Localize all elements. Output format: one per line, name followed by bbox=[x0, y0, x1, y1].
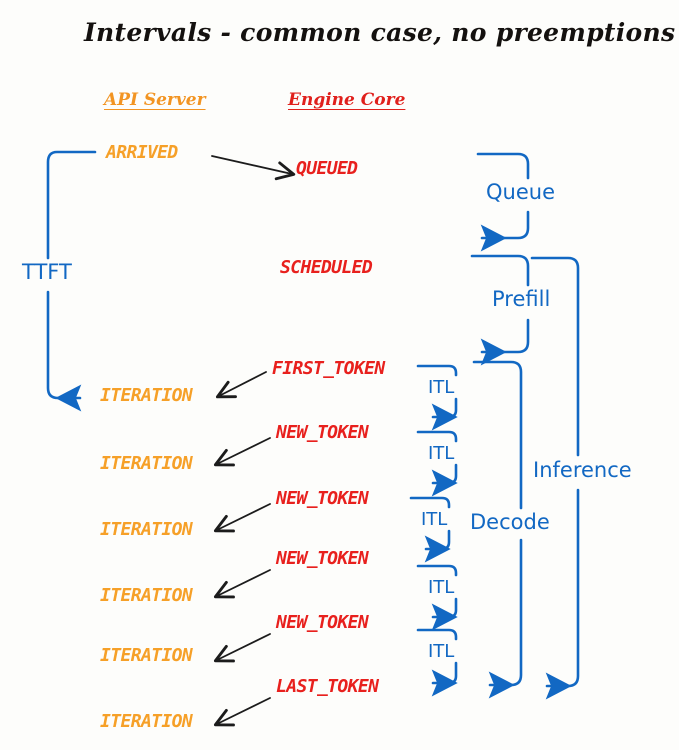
state-last-token: LAST_TOKEN bbox=[276, 676, 379, 697]
interval-label-itl-3: ITL bbox=[421, 509, 448, 530]
bracket-decode bbox=[472, 360, 523, 699]
column-header-engine-core: Engine Core bbox=[288, 90, 406, 110]
interval-label-queue: Queue bbox=[486, 180, 555, 204]
state-iteration-4: ITERATION bbox=[100, 585, 193, 606]
bracket-ttft bbox=[46, 150, 97, 412]
arrow-new-token-to-iteration-2 bbox=[213, 503, 271, 533]
arrow-arrived-to-queued bbox=[211, 155, 296, 181]
arrow-new-token-to-iteration-1 bbox=[213, 437, 271, 467]
state-iteration-6: ITERATION bbox=[100, 711, 193, 732]
state-iteration-3: ITERATION bbox=[100, 519, 193, 540]
state-iteration-1: ITERATION bbox=[100, 385, 193, 406]
state-scheduled: SCHEDULED bbox=[280, 257, 373, 278]
bracket-itl-3 bbox=[409, 496, 451, 563]
arrow-new-token-to-iteration-4 bbox=[213, 633, 271, 663]
bracket-itl-1 bbox=[416, 364, 458, 431]
bracket-itl-2 bbox=[416, 430, 458, 497]
page-title: Intervals - common case, no preemptions bbox=[84, 18, 676, 47]
arrow-last-token-to-iteration bbox=[213, 697, 271, 727]
interval-label-ttft: TTFT bbox=[22, 260, 72, 284]
interval-label-itl-4: ITL bbox=[428, 577, 455, 598]
state-new-token-4: NEW_TOKEN bbox=[276, 612, 369, 633]
state-arrived: ARRIVED bbox=[106, 142, 178, 163]
state-iteration-5: ITERATION bbox=[100, 645, 193, 666]
state-new-token-2: NEW_TOKEN bbox=[276, 488, 369, 509]
bracket-inference bbox=[530, 256, 580, 700]
interval-label-prefill: Prefill bbox=[492, 287, 551, 311]
interval-label-decode: Decode bbox=[470, 510, 550, 534]
interval-label-itl-2: ITL bbox=[428, 443, 455, 464]
interval-label-itl-5: ITL bbox=[428, 641, 455, 662]
state-first-token: FIRST_TOKEN bbox=[272, 358, 385, 379]
arrow-new-token-to-iteration-3 bbox=[213, 569, 271, 599]
bracket-itl-4 bbox=[416, 564, 458, 631]
bracket-itl-5 bbox=[416, 628, 458, 697]
bracket-prefill bbox=[470, 254, 530, 366]
interval-label-itl-1: ITL bbox=[428, 377, 455, 398]
state-queued: QUEUED bbox=[296, 158, 358, 179]
arrow-first-token-to-iteration bbox=[215, 371, 267, 399]
state-new-token-3: NEW_TOKEN bbox=[276, 548, 369, 569]
state-iteration-2: ITERATION bbox=[100, 453, 193, 474]
bracket-queue bbox=[476, 152, 530, 252]
state-new-token-1: NEW_TOKEN bbox=[276, 422, 369, 443]
interval-label-inference: Inference bbox=[533, 458, 632, 482]
column-header-api-server: API Server bbox=[104, 90, 206, 110]
